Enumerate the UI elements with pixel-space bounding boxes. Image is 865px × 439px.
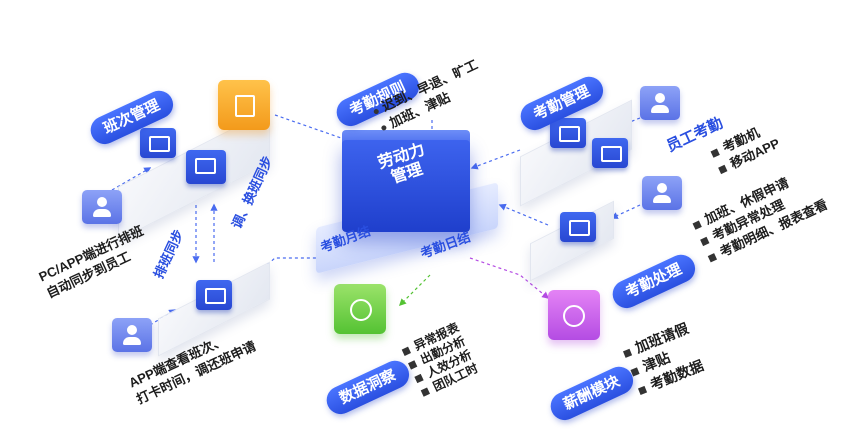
processing-title: 考勤处理 xyxy=(608,250,700,313)
attendance-card-2 xyxy=(592,138,628,168)
rules-doc-cube xyxy=(218,80,270,130)
bullet-icon xyxy=(372,108,380,115)
insight-list: 异常报表 出勤分析 人效分析 团队工时 xyxy=(400,320,481,400)
schedule-card-2 xyxy=(186,150,226,184)
pc-app-note: PC/APP端进行排班 自动同步到员工 xyxy=(36,222,154,303)
bullet-icon xyxy=(380,124,388,132)
bullet-icon xyxy=(408,360,418,370)
insight-title: 数据洞察 xyxy=(322,356,414,419)
schedule-card-1 xyxy=(140,128,176,158)
bullet-icon xyxy=(414,374,424,384)
processing-card xyxy=(560,212,596,242)
app-card xyxy=(196,280,232,310)
bullet-icon xyxy=(700,236,710,247)
insight-cube xyxy=(334,284,386,334)
line-processing-to-center xyxy=(498,203,549,226)
sync-schedule-note: 排班同步 xyxy=(150,227,187,281)
payroll-cube xyxy=(548,290,600,340)
bullet-icon xyxy=(692,220,702,230)
user-cube-schedule xyxy=(82,190,122,224)
line-user2-to-processing xyxy=(610,204,641,219)
bullet-icon xyxy=(707,253,718,263)
user-cube-app xyxy=(112,318,152,352)
bullet-icon xyxy=(622,348,633,358)
bullet-icon xyxy=(710,148,720,158)
bullet-icon xyxy=(718,164,728,175)
rules-list: 迟到、早退、旷工 加班、津贴 xyxy=(370,56,489,137)
line-attendance-to-center xyxy=(470,149,521,170)
payroll-title: 薪酬模块 xyxy=(546,362,638,425)
line-center-to-insight xyxy=(398,274,431,307)
bullet-icon xyxy=(630,367,640,377)
processing-list: 加班、休假申请 考勤异常处理 考勤明细、报表查看 xyxy=(690,163,831,267)
main-cube xyxy=(342,140,470,232)
bullet-icon xyxy=(401,346,412,357)
payroll-list: 加班请假 津贴 考勤数据 xyxy=(620,318,706,399)
bullet-icon xyxy=(420,387,431,398)
user-cube-staff xyxy=(640,86,680,120)
user-cube-processing xyxy=(642,176,682,210)
attendance-card-1 xyxy=(550,118,586,148)
bullet-icon xyxy=(637,385,648,395)
